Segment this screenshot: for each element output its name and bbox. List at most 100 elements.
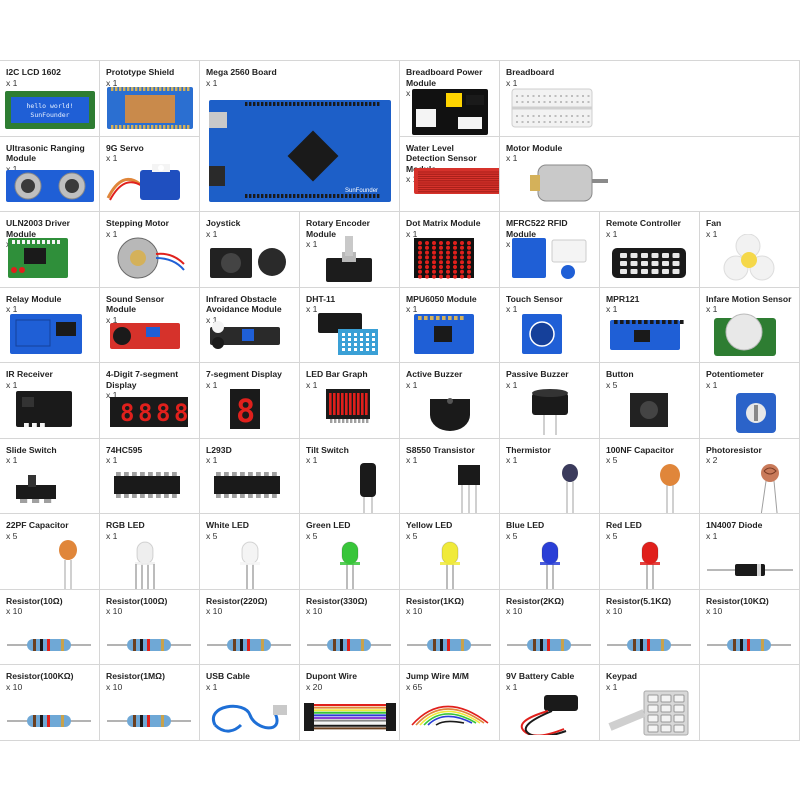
component-quantity: x 5 bbox=[206, 530, 218, 541]
component-quantity: x 1 bbox=[6, 77, 18, 88]
component-name: 74HC595 bbox=[106, 444, 143, 455]
component-name: LED Bar Graph bbox=[306, 369, 368, 379]
component-label: Resistor(1KΩ)x 10 bbox=[406, 596, 495, 617]
component-quantity: x 5 bbox=[606, 455, 618, 465]
thermistor-image bbox=[562, 463, 578, 514]
component-name: Touch Sensor bbox=[506, 293, 563, 304]
mfrc522-rfid-image bbox=[512, 238, 587, 279]
component-card-resistor-5-1k: Resistor(5.1KΩ)x 10 bbox=[600, 589, 700, 665]
resistor-5-1k-image bbox=[607, 639, 691, 651]
jump-wire-image bbox=[411, 705, 489, 726]
component-quantity: x 1 bbox=[506, 304, 518, 314]
component-quantity: x 10 bbox=[606, 606, 623, 616]
component-quantity: x 1 bbox=[606, 681, 618, 692]
svg-text:8: 8 bbox=[120, 399, 134, 427]
component-quantity: x 1 bbox=[106, 77, 118, 88]
green-led-image bbox=[340, 541, 360, 589]
component-name: S8550 Transistor bbox=[406, 444, 475, 455]
breadboard-image bbox=[511, 88, 593, 127]
component-quantity: x 1 bbox=[206, 314, 218, 325]
button-image bbox=[630, 393, 668, 427]
potentiometer-image bbox=[736, 393, 776, 433]
component-name: Resistor(2KΩ) bbox=[506, 595, 564, 606]
component-name: IR Receiver bbox=[6, 369, 53, 379]
component-card-resistor-100: Resistor(100Ω)x 10 bbox=[100, 589, 200, 665]
component-name: Breadboard bbox=[506, 67, 555, 77]
prototype-shield-image bbox=[107, 86, 193, 129]
component-name: Photoresistor bbox=[706, 444, 762, 455]
component-quantity: x 1 bbox=[106, 530, 118, 541]
usb-cable-image bbox=[211, 704, 287, 732]
red-led-image bbox=[640, 541, 660, 589]
uln2003-driver-image bbox=[8, 238, 68, 278]
component-card-resistor-2k: Resistor(2KΩ)x 10 bbox=[500, 589, 600, 665]
component-quantity: x 1 bbox=[406, 379, 418, 390]
component-name: Breadboard Power Module bbox=[406, 67, 483, 88]
component-quantity: x 1 bbox=[106, 455, 118, 465]
svg-text:SunFounder: SunFounder bbox=[345, 188, 378, 194]
component-quantity: x 1 bbox=[306, 304, 318, 314]
component-name: Button bbox=[606, 369, 634, 379]
white-led-image bbox=[240, 541, 260, 589]
rgb-led-image bbox=[135, 541, 155, 589]
component-quantity: x 1 bbox=[106, 228, 118, 239]
component-name: MPR121 bbox=[606, 293, 640, 304]
keypad-image bbox=[608, 690, 689, 736]
component-name: Infrared Obstacle Avoidance Module bbox=[206, 293, 282, 315]
component-quantity: x 2 bbox=[706, 455, 718, 465]
7-segment-display-image: 8 bbox=[230, 389, 260, 430]
component-name: Resistor(1MΩ) bbox=[106, 671, 165, 681]
component-quantity: x 10 bbox=[6, 681, 23, 692]
component-quantity: x 1 bbox=[206, 228, 218, 239]
component-label: Resistor(100KΩ)x 10 bbox=[6, 671, 95, 692]
active-buzzer-image bbox=[430, 398, 470, 431]
relay-module-image bbox=[10, 313, 82, 354]
component-quantity: x 10 bbox=[206, 606, 223, 616]
sound-sensor-image bbox=[110, 323, 180, 349]
component-name: 9V Battery Cable bbox=[506, 671, 575, 681]
component-card-resistor-1m: Resistor(1MΩ)x 10 bbox=[100, 665, 200, 741]
svg-text:8: 8 bbox=[156, 399, 170, 427]
component-name: 100NF Capacitor bbox=[606, 444, 674, 455]
component-card-resistor-1k: Resistor(1KΩ)x 10 bbox=[400, 589, 500, 665]
component-quantity: x 1 bbox=[406, 174, 418, 184]
component-quantity: x 1 bbox=[706, 530, 718, 541]
component-quantity: x 1 bbox=[606, 304, 618, 314]
slide-switch-image bbox=[16, 474, 56, 503]
component-quantity: x 5 bbox=[306, 530, 318, 541]
component-quantity: x 10 bbox=[306, 606, 323, 616]
